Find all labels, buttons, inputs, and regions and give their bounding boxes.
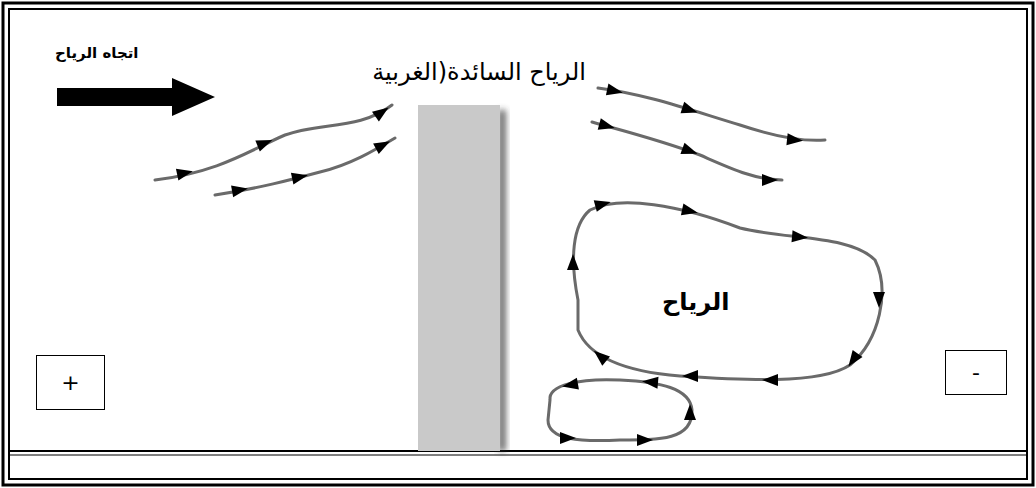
arrowhead bbox=[291, 169, 309, 184]
arrowhead bbox=[372, 102, 392, 121]
arrowhead bbox=[606, 83, 624, 98]
wall bbox=[418, 105, 500, 451]
arrowhead bbox=[637, 434, 653, 446]
arrowhead bbox=[590, 346, 610, 365]
sign-box: - bbox=[945, 350, 1007, 395]
arrowhead bbox=[255, 134, 274, 151]
arrowhead bbox=[681, 102, 700, 118]
ground-line bbox=[9, 455, 1027, 456]
arrowhead bbox=[792, 230, 809, 243]
arrowhead bbox=[680, 143, 699, 160]
arrowhead bbox=[684, 404, 696, 420]
sign-text: - bbox=[972, 362, 980, 384]
inner-frame bbox=[9, 9, 1027, 479]
direction-label: اتجاه الرياح bbox=[55, 44, 138, 62]
arrowhead bbox=[873, 292, 885, 308]
arrowhead bbox=[567, 254, 579, 270]
streamlines bbox=[155, 88, 882, 441]
prevailing-wind-label: الرياح السائدة(الغربية bbox=[368, 58, 590, 87]
arrowhead bbox=[682, 370, 698, 382]
streamline bbox=[155, 105, 392, 180]
ground-line bbox=[9, 450, 1027, 452]
arrowhead bbox=[598, 118, 617, 134]
eddy-label: الرياح bbox=[662, 288, 730, 317]
arrowhead bbox=[843, 350, 862, 370]
arrowhead bbox=[762, 374, 778, 386]
arrowhead bbox=[560, 432, 576, 444]
sign-text: + bbox=[61, 372, 79, 394]
arrowhead bbox=[561, 378, 579, 393]
arrowhead bbox=[681, 203, 699, 218]
eddy-loop bbox=[574, 203, 882, 380]
arrowhead bbox=[231, 183, 249, 198]
streamline bbox=[592, 122, 782, 180]
wind-arrow bbox=[57, 78, 215, 116]
arrowhead bbox=[373, 136, 393, 154]
arrowhead bbox=[762, 174, 778, 186]
flow-arrowheads bbox=[176, 83, 885, 446]
outer-frame bbox=[3, 3, 1033, 485]
arrowhead bbox=[594, 196, 613, 212]
sign-box: + bbox=[36, 355, 105, 410]
arrowhead bbox=[786, 133, 803, 147]
arrowhead bbox=[642, 375, 659, 388]
eddy-loop bbox=[548, 380, 692, 441]
streamline bbox=[215, 138, 395, 195]
arrowhead bbox=[176, 165, 194, 180]
